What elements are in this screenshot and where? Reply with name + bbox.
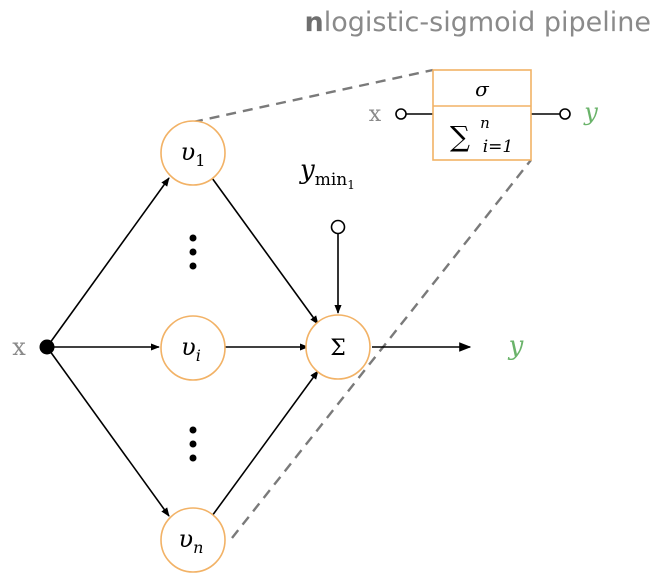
zoom-line-top xyxy=(192,68,434,124)
bias-label-base: y xyxy=(299,155,315,185)
detail-box-frame xyxy=(432,69,532,161)
bias-label-subsub: 1 xyxy=(347,178,355,192)
ellipsis-lower xyxy=(189,426,197,462)
edge-vn-to-sum xyxy=(211,370,319,517)
detail-sum-upper: n xyxy=(480,114,490,132)
output-label: y xyxy=(508,331,524,361)
svg-text:υn: υn xyxy=(179,525,204,557)
sum-symbol: Σ xyxy=(330,336,346,361)
diagram-title-bold: n xyxy=(304,7,323,38)
bias-input-terminal xyxy=(330,219,346,235)
bias-label-sub: min xyxy=(315,170,348,190)
node-v1-base: υ xyxy=(181,138,196,166)
node-v1: υ1 xyxy=(160,120,226,186)
node-vn-base: υ xyxy=(179,525,194,553)
svg-text:υ1: υ1 xyxy=(181,138,206,170)
edge-x-to-vn xyxy=(46,346,170,517)
detail-sigma: σ xyxy=(475,77,490,101)
detail-box: x y σ ∑ n i=1 xyxy=(369,69,598,161)
bias-label: ymin1 xyxy=(299,155,355,192)
diagram-title-rest: logistic-sigmoid pipeline xyxy=(324,7,651,38)
edge-x-to-v1 xyxy=(46,177,170,348)
node-vn-sub: n xyxy=(193,538,203,557)
node-vn: υn xyxy=(160,507,226,573)
svg-text:υi: υi xyxy=(181,333,201,365)
input-label: x xyxy=(12,333,26,361)
sum-node: Σ xyxy=(305,314,371,380)
node-vi-base: υ xyxy=(181,333,196,361)
detail-sum-symbol: ∑ xyxy=(450,120,470,153)
node-v1-sub: 1 xyxy=(195,151,205,170)
detail-output-label: y xyxy=(583,98,598,126)
detail-input-label: x xyxy=(369,102,382,127)
zoom-line-bottom xyxy=(231,159,532,539)
detail-output-terminal xyxy=(559,108,571,120)
diagram-title: nlogistic-sigmoid pipeline xyxy=(304,7,651,38)
edge-v1-to-sum xyxy=(211,177,319,325)
detail-input-terminal xyxy=(395,108,407,120)
ellipsis-upper xyxy=(189,234,197,270)
node-vi: υi xyxy=(160,315,226,381)
node-vi-sub: i xyxy=(196,346,201,365)
detail-sum-lower: i=1 xyxy=(483,137,514,157)
input-node xyxy=(39,339,55,355)
